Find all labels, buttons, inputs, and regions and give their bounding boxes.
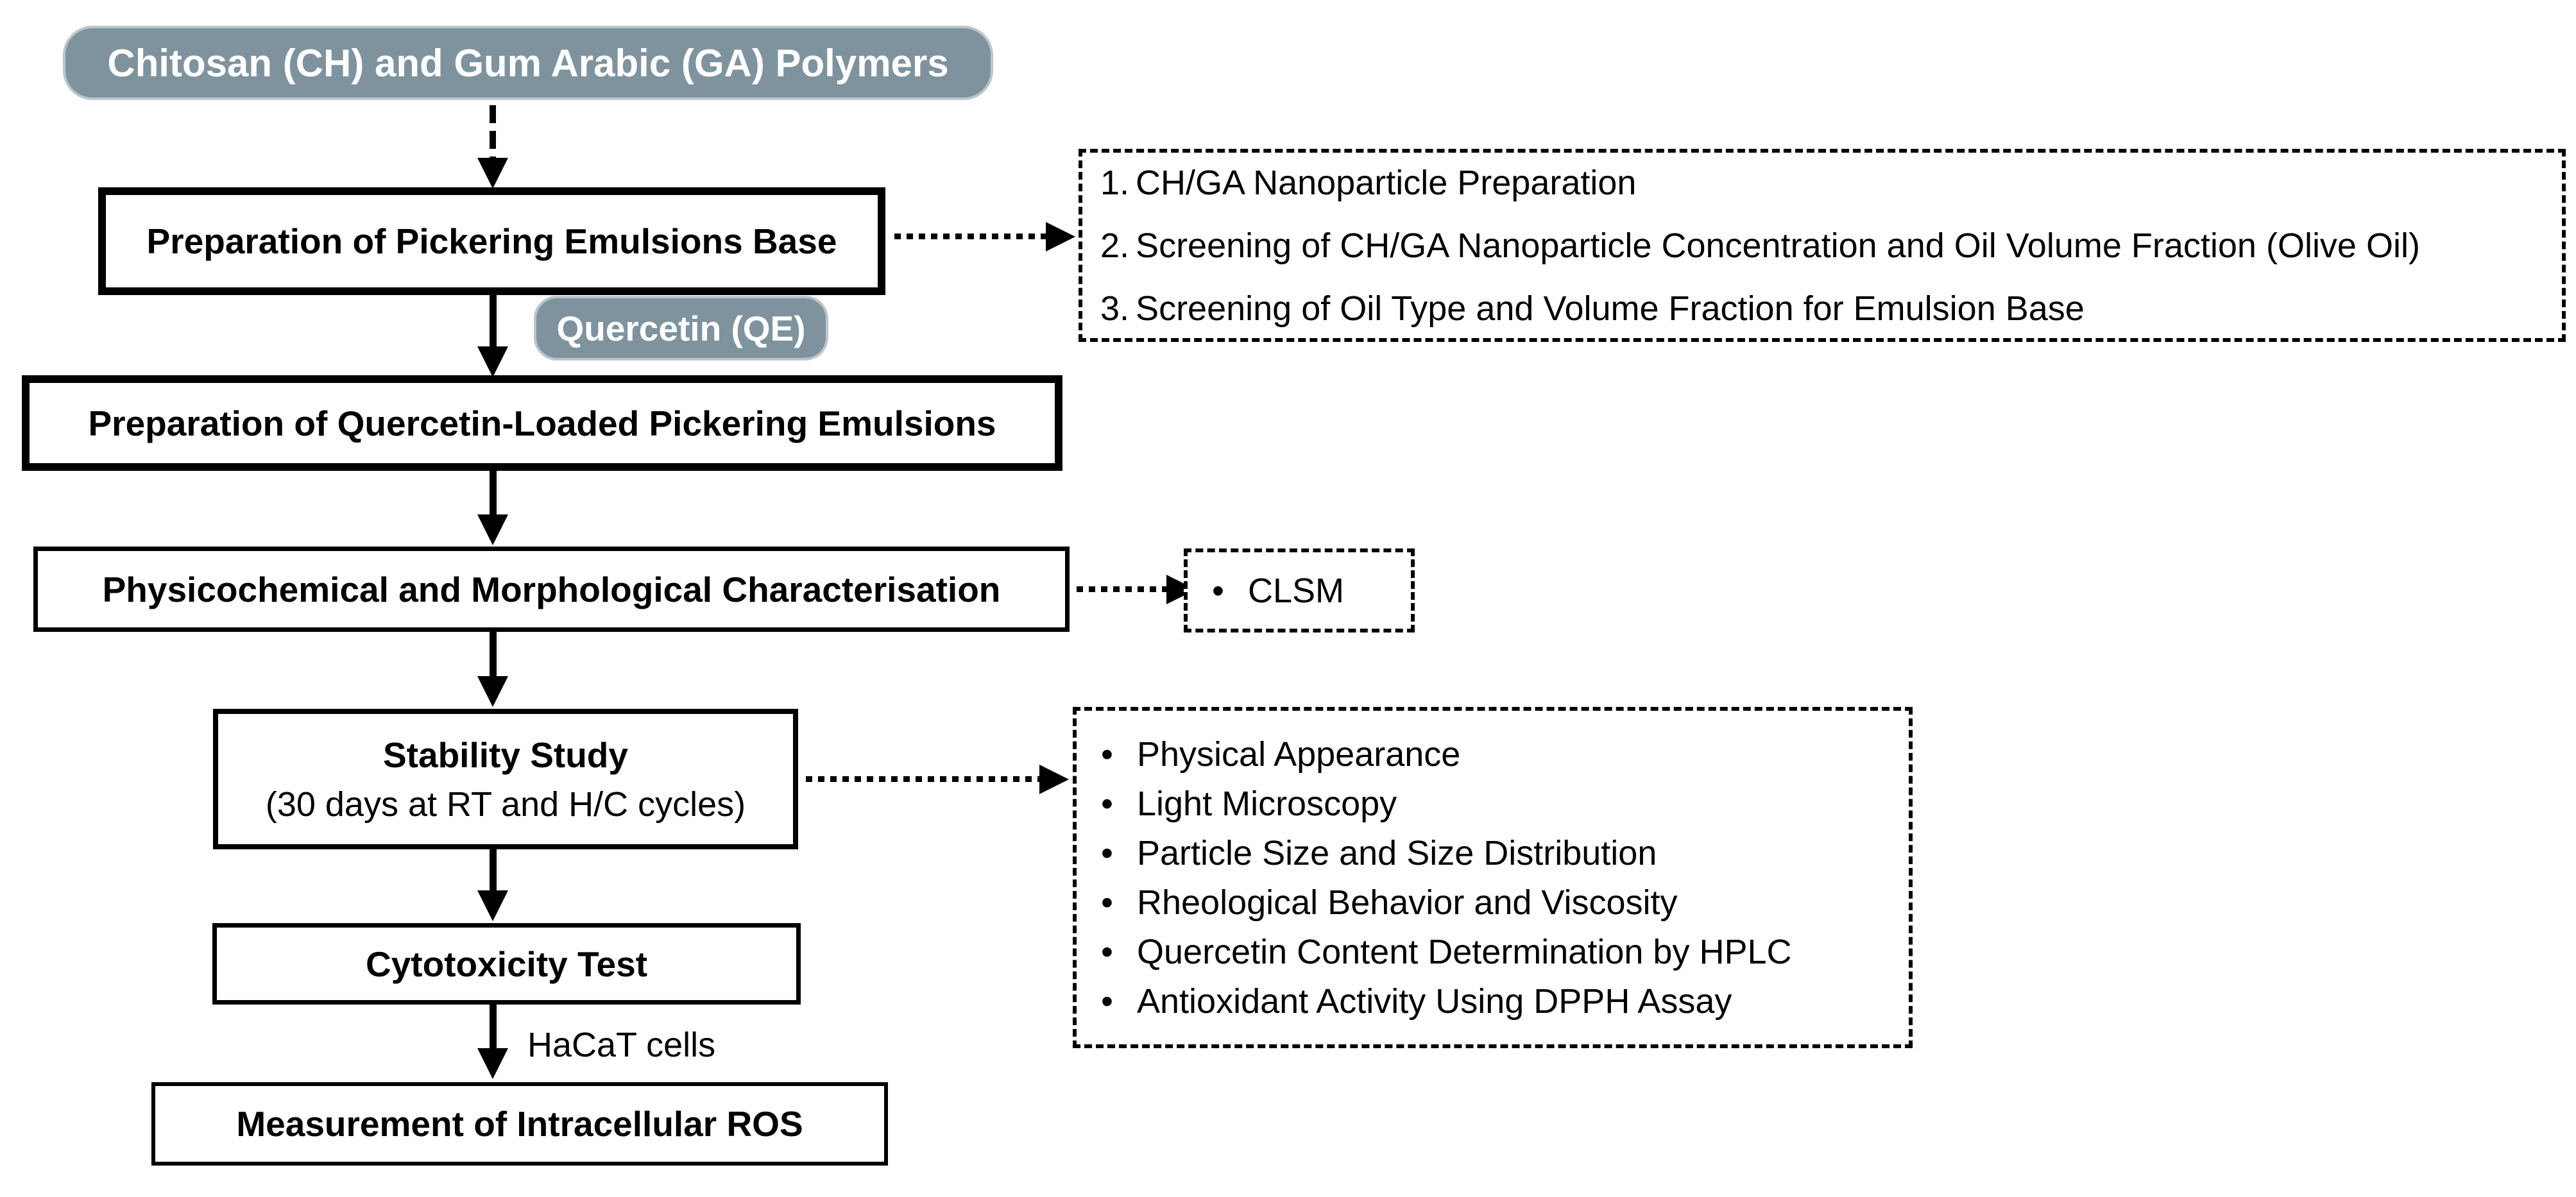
prep-loaded-box: Preparation of Quercetin-Loaded Pickerin… (22, 375, 1062, 471)
bullet-item: Rheological Behavior and Viscosity (1101, 885, 1909, 920)
stability-subtitle: (30 days at RT and H/C cycles) (265, 785, 746, 824)
arrow-stem (490, 295, 497, 349)
bullet-icon (1101, 935, 1137, 969)
bullet-item-text: Physical Appearance (1137, 734, 1461, 774)
list-item-number: 3. (1100, 289, 1130, 328)
bullet-icon (1101, 786, 1137, 821)
bullet-item: Particle Size and Size Distribution (1101, 836, 1909, 870)
list-item-number: 2. (1100, 226, 1130, 265)
polymers-pill-label: Chitosan (CH) and Gum Arabic (GA) Polyme… (107, 41, 949, 85)
bullet-item: Physical Appearance (1101, 737, 1909, 772)
list-item-text: CH/GA Nanoparticle Preparation (1136, 163, 1637, 202)
dashed-arrow-head-icon (477, 158, 508, 189)
arrow-head-icon (477, 676, 508, 707)
bullet-item-text: Light Microscopy (1137, 784, 1397, 823)
stability-box: Stability Study (30 days at RT and H/C c… (213, 709, 798, 849)
characterisation-label: Physicochemical and Morphological Charac… (102, 569, 1001, 609)
bullet-item: Light Microscopy (1101, 786, 1909, 821)
list-item: 2. Screening of CH/GA Nanoparticle Conce… (1100, 228, 2562, 263)
dotted-connector-line (894, 233, 1047, 239)
bullet-item-text: Rheological Behavior and Viscosity (1137, 883, 1678, 922)
bullet-item: Antioxidant Activity Using DPPH Assay (1101, 984, 1909, 1019)
clsm-box: CLSM (1184, 548, 1415, 632)
cytotoxicity-box: Cytotoxicity Test (212, 923, 801, 1005)
bullet-item: Quercetin Content Determination by HPLC (1101, 935, 1909, 969)
bullet-item-text: Antioxidant Activity Using DPPH Assay (1137, 981, 1732, 1021)
bullet-icon (1101, 836, 1137, 870)
arrow-head-icon (477, 890, 508, 921)
arrow-stem (490, 1005, 497, 1051)
dotted-connector-head-icon (1039, 765, 1069, 794)
arrow-head-icon (477, 346, 508, 377)
arrow-head-icon (477, 514, 508, 545)
bullet-item-text: Quercetin Content Determination by HPLC (1137, 932, 1792, 971)
quercetin-pill: Quercetin (QE) (534, 296, 828, 361)
prep-loaded-label: Preparation of Quercetin-Loaded Pickerin… (88, 403, 996, 443)
polymers-pill: Chitosan (CH) and Gum Arabic (GA) Polyme… (63, 26, 993, 100)
cytotoxicity-label: Cytotoxicity Test (365, 944, 648, 984)
dotted-connector-line (806, 776, 1041, 782)
bullet-item-text: CLSM (1248, 571, 1345, 610)
bullet-icon (1101, 737, 1137, 772)
list-item-number: 1. (1100, 163, 1130, 202)
arrow-stem (490, 471, 497, 517)
list-item: 3. Screening of Oil Type and Volume Frac… (1100, 291, 2562, 326)
arrow-head-icon (477, 1048, 508, 1079)
ros-label: Measurement of Intracellular ROS (236, 1104, 803, 1144)
dotted-connector-line (1077, 586, 1168, 592)
base-steps-list-box: 1. CH/GA Nanoparticle Preparation 2. Scr… (1079, 149, 2566, 342)
bullet-item-text: Particle Size and Size Distribution (1137, 833, 1657, 872)
prep-base-box: Preparation of Pickering Emulsions Base (98, 187, 885, 295)
arrow-stem (490, 632, 497, 679)
stability-title: Stability Study (383, 734, 628, 775)
bullet-item: CLSM (1212, 573, 1411, 608)
quercetin-pill-label: Quercetin (QE) (556, 308, 806, 348)
stability-tests-list-box: Physical Appearance Light Microscopy Par… (1073, 707, 1913, 1048)
hacat-cells-label: HaCaT cells (527, 1026, 716, 1064)
characterisation-box: Physicochemical and Morphological Charac… (33, 547, 1070, 632)
arrow-stem (490, 849, 497, 893)
list-item-text: Screening of CH/GA Nanoparticle Concentr… (1136, 226, 2420, 265)
prep-base-label: Preparation of Pickering Emulsions Base (146, 221, 837, 261)
dashed-arrow-stem (490, 105, 496, 160)
list-item: 1. CH/GA Nanoparticle Preparation (1100, 166, 2562, 200)
bullet-icon (1101, 984, 1137, 1019)
bullet-icon (1212, 573, 1248, 608)
bullet-icon (1101, 885, 1137, 920)
list-item-text: Screening of Oil Type and Volume Fractio… (1136, 289, 2085, 328)
dotted-connector-head-icon (1046, 222, 1075, 251)
ros-box: Measurement of Intracellular ROS (151, 1082, 888, 1166)
